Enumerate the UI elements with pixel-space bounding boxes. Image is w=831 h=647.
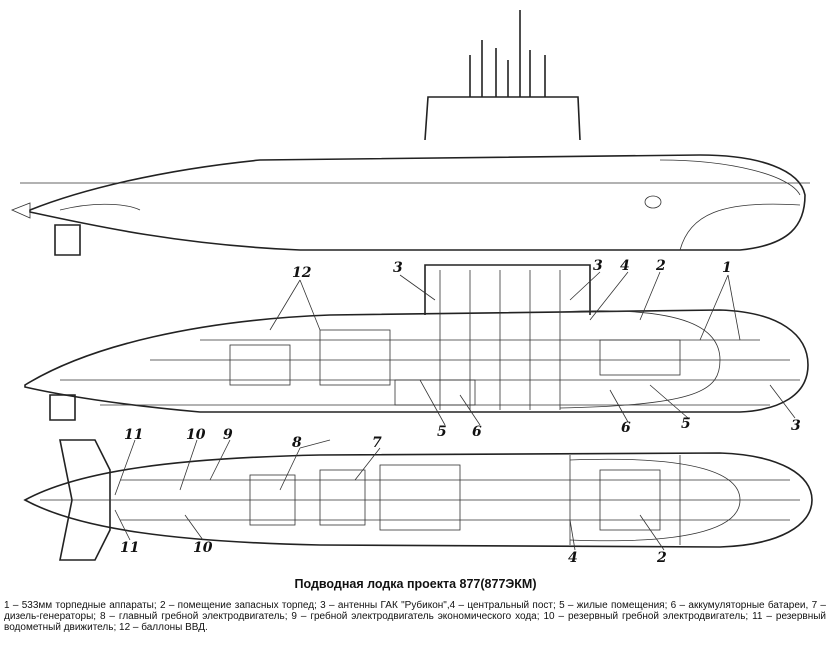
plan-section-view xyxy=(23,439,813,561)
callout-8: 8 xyxy=(292,435,302,451)
callout-7: 7 xyxy=(372,435,382,451)
callout-11: 11 xyxy=(120,540,139,556)
callout-5: 5 xyxy=(437,424,447,440)
callout-6: 6 xyxy=(472,424,482,440)
callout-3: 3 xyxy=(791,418,801,434)
callout-4: 4 xyxy=(568,550,578,566)
callout-6: 6 xyxy=(621,420,631,436)
diagram-title: Подводная лодка проекта 877(877ЭКМ) xyxy=(294,577,537,591)
callout-2: 2 xyxy=(655,258,666,274)
callout-3: 3 xyxy=(393,260,403,276)
callout-11: 11 xyxy=(124,427,143,443)
callout-3: 3 xyxy=(593,258,603,274)
callout-9: 9 xyxy=(223,427,233,443)
side-section-view xyxy=(24,264,809,421)
diagram-legend-caption: 1 – 533мм торпедные аппараты; 2 – помеще… xyxy=(4,600,826,633)
callout-1: 1 xyxy=(722,260,732,276)
callout-2: 2 xyxy=(656,550,667,566)
side-profile-view xyxy=(10,10,810,256)
callout-10: 10 xyxy=(186,427,206,443)
leader-lines xyxy=(114,271,796,551)
callout-labels: 12 3 3 4 2 1 5 6 6 5 3 11 10 9 8 7 11 10… xyxy=(120,258,801,566)
callout-4: 4 xyxy=(620,258,630,274)
callout-12: 12 xyxy=(292,265,312,281)
callout-5: 5 xyxy=(681,416,691,432)
callout-10: 10 xyxy=(193,540,213,556)
